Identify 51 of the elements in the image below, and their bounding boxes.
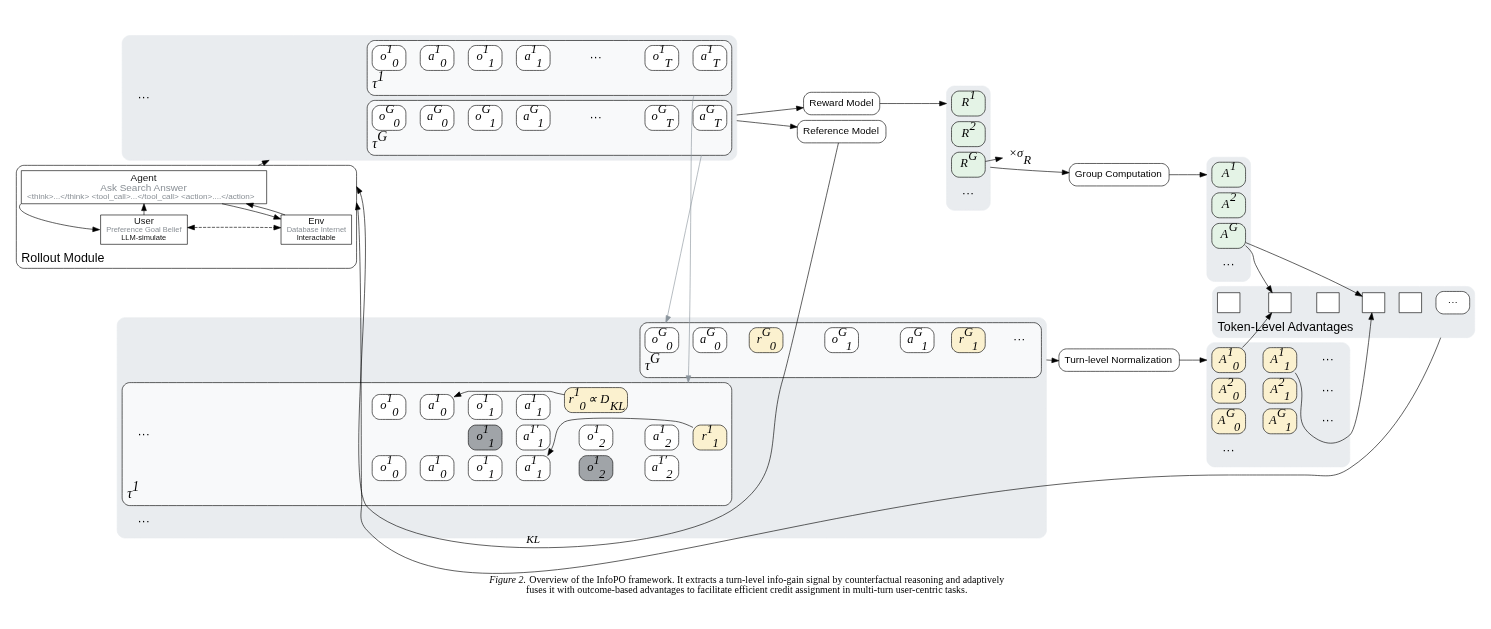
node-box: [1316, 292, 1340, 313]
arrow: [141, 203, 147, 216]
label: ···: [1321, 352, 1334, 367]
edge-label: KL: [526, 532, 541, 545]
arrow: [1294, 312, 1374, 444]
node-box: Turn-level Normalization: [1058, 348, 1180, 372]
arrow: [356, 142, 839, 548]
node-box: Reference Model: [797, 120, 887, 144]
cluster: [121, 35, 738, 161]
arrow: [1242, 312, 1273, 348]
arrow: [1179, 357, 1208, 363]
node-box: [1362, 292, 1386, 313]
arrow: [245, 202, 286, 216]
label: ···: [1013, 332, 1026, 347]
label: ···: [1222, 442, 1235, 457]
arrow: [453, 391, 565, 398]
arrow: [879, 100, 947, 107]
arrow: [989, 166, 1070, 176]
arrow: [1168, 172, 1208, 178]
node-box: Group Computation: [1068, 163, 1170, 187]
node-box: ···: [1435, 291, 1470, 315]
label: ···: [1222, 257, 1235, 272]
arrow: [685, 95, 695, 383]
cluster: [1206, 156, 1251, 282]
arrow: [547, 417, 694, 456]
label: ···: [589, 50, 602, 65]
arrow: [985, 156, 1003, 162]
node-box: [1398, 292, 1422, 313]
node-box: Reward Model: [803, 92, 881, 116]
arrow: [665, 155, 702, 323]
node-box: [1268, 292, 1292, 313]
cluster: [1206, 342, 1351, 468]
arrow: [1046, 357, 1060, 364]
label: ···: [589, 110, 602, 125]
arrow: [258, 160, 270, 166]
arrow: [355, 202, 1441, 574]
label: ···: [961, 186, 975, 201]
arrow: [1245, 245, 1273, 293]
label: ···: [137, 90, 150, 105]
node-box: [1217, 292, 1241, 313]
arrow: [187, 224, 282, 231]
arrow: [1245, 242, 1363, 297]
label: ···: [137, 513, 150, 528]
label: ···: [1321, 413, 1334, 428]
arrow: [221, 203, 282, 220]
label: ···: [137, 426, 150, 441]
cluster: [946, 85, 991, 211]
arrow: [736, 105, 804, 116]
label: ···: [1321, 382, 1334, 397]
arrow: [736, 120, 798, 129]
caption: Figure 2. Overview of the InfoPO framework. It extracts a turn-level info-gain signal by counterfactual reasoning and adaptively fuses it with outcome-based advantages to facilitate efficient credit assignment in multi-turn user-centric tasks.: [489, 574, 1005, 596]
